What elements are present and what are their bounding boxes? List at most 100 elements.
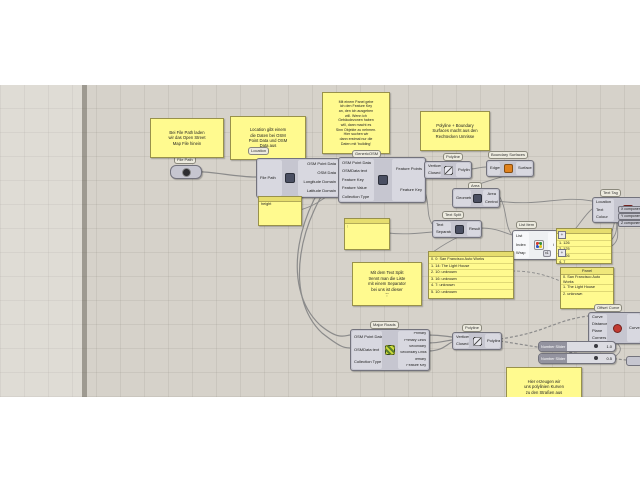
location-icon — [285, 173, 295, 183]
param-feature-key[interactable]: Feature Key — [406, 363, 426, 367]
param-text[interactable]: Text — [436, 223, 444, 228]
param-curve-out[interactable]: Curve — [629, 325, 640, 330]
param-feature-key[interactable]: Feature Key — [342, 177, 364, 182]
panel-separator[interactable]: ; — [344, 218, 390, 250]
param-closed[interactable]: Closed — [456, 342, 469, 347]
param-centroid[interactable]: Centroid — [485, 199, 498, 204]
param-osm-point-data[interactable]: OSM Point Data — [354, 335, 382, 340]
param-index[interactable]: Index — [516, 242, 526, 247]
param-osm-point-data[interactable]: OSM Point Data — [307, 162, 336, 167]
panel-height[interactable]: height — [258, 196, 302, 226]
text-split-component[interactable]: Text Separators Result — [432, 220, 482, 238]
param-secondary[interactable]: Secondary — [408, 344, 426, 348]
area-component[interactable]: Geometry Area Centroid — [452, 188, 500, 208]
roads-icon — [385, 345, 395, 355]
slider-track[interactable]: 0.5 — [567, 354, 615, 363]
number-slider-2[interactable]: Number Slider 0.5 — [538, 353, 616, 364]
note-roads[interactable]: Hier erzeugen wir uns polylinien Kurven … — [506, 367, 582, 397]
panel-names[interactable]: Panel 0. San Francisco Auto Works 1. The… — [560, 267, 614, 309]
param-collection-type[interactable]: Collection Type — [342, 194, 370, 199]
osm-icon — [378, 175, 388, 185]
panel-features[interactable]: 0. 0: San Francisco Auto Works 1. 14: Th… — [428, 251, 514, 299]
param-wrap[interactable]: Wrap — [516, 251, 526, 256]
node-canvas[interactable]: File Path Bei File Path laden wir das Op… — [0, 85, 640, 397]
edge-component-fragment[interactable] — [626, 356, 640, 366]
param-closed[interactable]: Closed — [428, 171, 441, 176]
param-tertiary[interactable]: Tertiary — [414, 357, 426, 361]
param-geometry[interactable]: Geometry — [456, 195, 471, 200]
note-boundary[interactable]: Polyline + Boundary Surfaces macht aus d… — [420, 111, 490, 151]
polyline-label[interactable]: Polyline — [462, 324, 483, 332]
polyline-component[interactable]: Vertices Closed Polyline — [424, 161, 472, 179]
note-file-path[interactable]: Bei File Path laden wir das Open Street … — [150, 118, 224, 158]
major-roads-component[interactable]: OSM Point Data OSMData text Collection T… — [350, 329, 430, 371]
location-component-label[interactable]: Location — [248, 147, 270, 155]
offset-curve-component[interactable]: Curve Distance Plane Corners Curve — [588, 312, 640, 344]
canvas-left-zone — [0, 85, 82, 397]
boundary-surfaces-component[interactable]: Edges Surfaces — [486, 160, 534, 177]
param-feature-key-out[interactable]: Feature Key — [400, 188, 422, 193]
param-longitude-domain[interactable]: Longitude Domain — [303, 180, 336, 185]
param-osm-data[interactable]: OSM Data — [317, 171, 336, 176]
param-curve[interactable]: Curve — [592, 315, 603, 320]
param-latitude-domain[interactable]: Latitude Domain — [306, 189, 336, 194]
param-collection-type[interactable]: Collection Type — [354, 360, 382, 365]
param-x-component[interactable]: X component — [618, 206, 640, 213]
param-location[interactable]: Location — [596, 200, 612, 205]
param-plane[interactable]: Plane — [592, 329, 603, 334]
param-file-path[interactable]: File Path — [260, 175, 276, 180]
param-y-component[interactable]: Y component — [618, 213, 640, 220]
param-osmdata-text[interactable]: OSMData text — [342, 169, 368, 174]
param-primary[interactable]: Primary — [413, 332, 426, 336]
param-polyline-out[interactable]: Polyline — [487, 338, 500, 343]
panel-header — [345, 219, 389, 224]
polyline-component-2[interactable]: Vertices Closed Polyline — [452, 332, 502, 350]
note-feature-key[interactable]: Mit einem Panel gebe ich den Feature Key… — [322, 92, 390, 154]
param-feature-value[interactable]: Feature Value — [342, 186, 367, 191]
param-separators[interactable]: Separators — [436, 230, 451, 235]
slider-knob[interactable] — [593, 344, 598, 348]
param-secondary-links[interactable]: Secondary Links — [400, 351, 427, 355]
major-roads-label[interactable]: Major Roads — [370, 321, 399, 329]
zoom-plus-icon[interactable]: + — [558, 249, 566, 257]
list-item-component[interactable]: List Index Wrap i — [512, 230, 558, 260]
polyline-label[interactable]: Polyline — [443, 153, 464, 161]
offset-curve-label[interactable]: Offset Curve — [594, 304, 623, 312]
param-item-out[interactable]: i — [553, 242, 554, 247]
param-distance[interactable]: Distance — [592, 322, 607, 327]
location-component[interactable]: File Path OSM Point Data OSM Data Longit… — [256, 158, 340, 198]
note-text: Bei File Path laden wir das Open Street … — [168, 129, 206, 146]
param-osm-point-data[interactable]: OSM Point Data — [342, 161, 371, 165]
param-polyline-out[interactable]: Polyline — [458, 167, 470, 172]
param-vertices[interactable]: Vertices — [428, 164, 441, 169]
generic-osm-component[interactable]: OSM Point Data OSMData text Feature Key … — [338, 157, 426, 203]
param-primary-links[interactable]: Primary Links — [404, 338, 426, 342]
param-result[interactable]: Result — [469, 226, 480, 231]
param-list[interactable]: List — [516, 234, 523, 239]
param-area[interactable]: Area — [487, 191, 496, 196]
slider-knob[interactable] — [593, 356, 598, 360]
param-edges[interactable]: Edges — [490, 166, 500, 171]
slider-value: 1.0 — [606, 344, 612, 349]
param-surfaces[interactable]: Surfaces — [518, 166, 532, 171]
file-path-object[interactable] — [170, 165, 202, 179]
panel-text: height — [261, 202, 272, 206]
param-osmdata-text[interactable]: OSMData text — [354, 347, 380, 352]
param-z-component[interactable]: Z component — [618, 220, 640, 227]
slider-value: 0.5 — [606, 356, 612, 361]
panel-row: 0. San Francisco Auto Works — [561, 275, 613, 285]
zoom-plus-icon[interactable]: + — [558, 231, 566, 239]
note-text: Hier erzeugen wir uns polylinien Kurven … — [524, 378, 564, 395]
note-text: Location gibt einem die Daten bei OSM Po… — [248, 127, 288, 149]
param-vertices[interactable]: Vertices — [456, 335, 469, 340]
boundary-surfaces-label[interactable]: Boundary Surfaces — [488, 151, 529, 159]
text-tag-label[interactable]: Text Tag — [600, 189, 621, 197]
param-feature-points[interactable]: Feature Points — [395, 167, 422, 172]
text-split-label[interactable]: Text Split — [442, 211, 465, 219]
slider-track[interactable]: 1.0 — [567, 342, 615, 351]
list-item-label[interactable]: List Item — [516, 221, 538, 229]
note-text-split[interactable]: Mit dem Text Split trennt man die Liste … — [352, 262, 422, 306]
param-colour[interactable]: Colour — [596, 215, 608, 220]
number-slider-1[interactable]: Number Slider 1.0 — [538, 341, 616, 352]
param-text[interactable]: Text — [596, 207, 604, 212]
